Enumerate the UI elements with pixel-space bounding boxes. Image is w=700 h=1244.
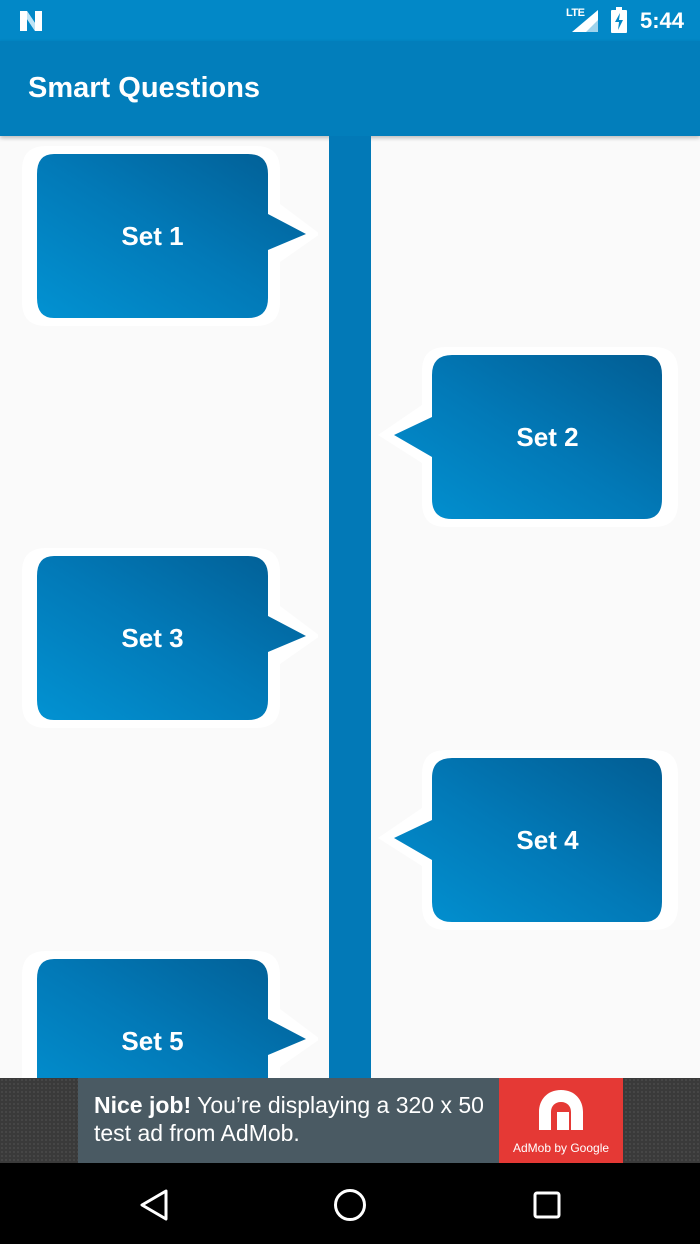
speech-bubble-icon [378,750,678,930]
ad-body: You’re displaying a 320 x 50 test ad fro… [94,1092,484,1146]
set-label: Set 3 [121,622,184,653]
ad-brand: AdMob by Google [512,1141,610,1155]
set-4-button[interactable]: Set 4 [378,748,678,932]
ad-text: Nice job! You’re displaying a 320 x 50 t… [94,1091,504,1147]
speech-bubble-icon [22,548,318,728]
ad-banner: Nice job! You’re displaying a 320 x 50 t… [0,1078,700,1163]
navigation-bar [0,1163,700,1244]
recents-icon[interactable] [527,1185,567,1225]
timeline-line [329,136,371,1078]
set-label: Set 5 [121,1025,184,1056]
speech-bubble-icon [378,347,678,527]
admob-logo: AdMob by Google [499,1078,623,1163]
clock: 5:44 [640,8,685,33]
status-bar: LTE 5:44 [0,0,700,41]
page-title: Smart Questions [28,72,261,104]
speech-bubble-icon [22,146,318,326]
test-ad[interactable]: Nice job! You’re displaying a 320 x 50 t… [78,1078,623,1163]
set-label: Set 2 [516,421,579,452]
set-label: Set 4 [516,824,579,855]
set-5-button[interactable]: Set 5 [18,949,318,1078]
set-label: Set 1 [121,220,184,251]
set-3-button[interactable]: Set 3 [18,546,318,730]
network-type: LTE [566,7,585,19]
set-2-button[interactable]: Set 2 [378,345,678,529]
admob-icon [539,1090,583,1130]
battery-charging-icon [611,7,627,33]
signal-icon [572,10,598,32]
n-logo-icon [20,11,42,31]
back-icon[interactable] [134,1185,174,1225]
ad-headline: Nice job! [94,1092,192,1118]
speech-bubble-icon [22,951,318,1078]
home-icon[interactable] [330,1185,370,1225]
timeline-list[interactable]: Set 1 Set 2 Set 3 Set 4 Set 5 [0,136,700,1078]
app-bar: Smart Questions [0,41,700,136]
set-1-button[interactable]: Set 1 [18,144,318,328]
